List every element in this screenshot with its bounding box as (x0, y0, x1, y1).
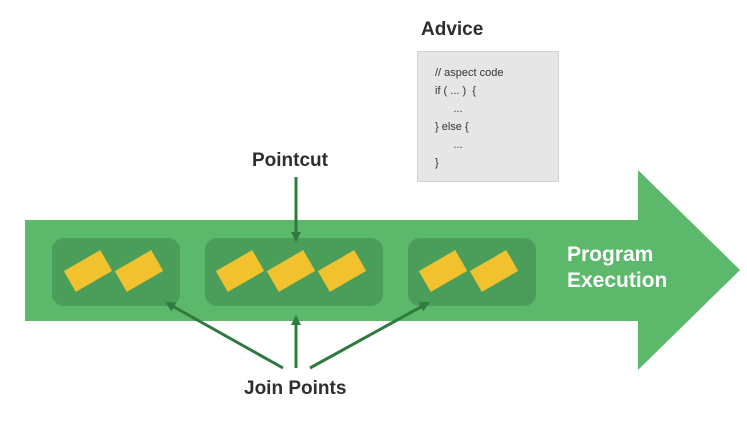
advice-code-box: // aspect code if ( ... ) { ... } else {… (417, 51, 559, 182)
program-execution-label: Program Execution (567, 242, 667, 294)
program-execution-line-1: Program (567, 243, 654, 266)
join-point-block (63, 250, 113, 292)
pointcut-label: Pointcut (252, 150, 328, 171)
join-point-block (114, 250, 164, 292)
join-points-layer (63, 250, 519, 292)
join-point-arrow-right (309, 301, 430, 370)
join-point-arrow-left (165, 301, 284, 370)
join-point-block (215, 250, 265, 292)
join-point-block (418, 250, 468, 292)
join-point-block (266, 250, 316, 292)
program-execution-line-2: Execution (567, 269, 668, 292)
join-points-label: Join Points (244, 378, 347, 399)
join-point-block (317, 250, 367, 292)
join-point-block (469, 250, 519, 292)
advice-code: // aspect code if ( ... ) { ... } else {… (435, 67, 504, 169)
advice-title: Advice (421, 19, 484, 40)
